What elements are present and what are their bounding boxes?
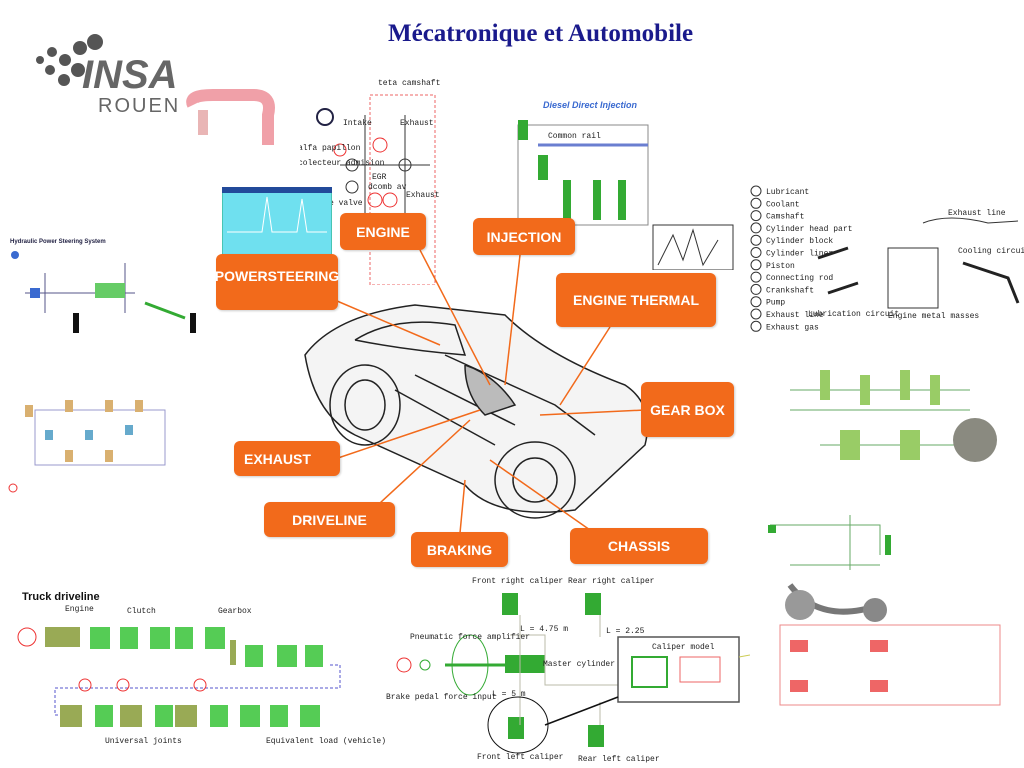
legend-item: Exhaust gas xyxy=(766,323,819,332)
legend-icon xyxy=(750,210,762,222)
front-right-caliper-label: Front right caliper xyxy=(472,577,564,586)
legend-icon xyxy=(750,247,762,258)
legend-icon xyxy=(750,320,762,332)
legend-item: Exhaust line xyxy=(766,311,824,320)
truck-clutch-label: Clutch xyxy=(127,607,156,616)
length-label-1: L = 4.75 m xyxy=(520,625,569,634)
truck-engine-label: Engine xyxy=(65,605,94,614)
svg-text:Exhaust: Exhaust xyxy=(400,119,434,128)
driveline-diagram xyxy=(8,400,166,493)
svg-text:EGR: EGR xyxy=(372,173,387,182)
simulation-plot-window xyxy=(222,187,332,257)
rear-left-caliper-label: Rear left caliper xyxy=(578,755,660,764)
chassis-diagram xyxy=(768,515,1001,706)
legend-icon xyxy=(750,234,762,246)
svg-text:Intake valve: Intake valve xyxy=(305,199,363,208)
label-driveline[interactable]: DRIVELINE xyxy=(264,502,395,537)
label-gear-box[interactable]: GEAR BOX xyxy=(641,382,734,437)
legend-icon xyxy=(750,271,762,283)
legend-icon xyxy=(750,197,762,209)
legend-item: Connecting rod xyxy=(766,274,833,283)
truck-driveline-diagram xyxy=(17,627,341,727)
slide-title: Mécatronique et Automobile xyxy=(388,20,694,47)
legend-item: Lubricant xyxy=(766,188,809,197)
legend-item: Cylinder liner xyxy=(766,250,833,259)
svg-text:Cooling circuit: Cooling circuit xyxy=(958,247,1024,256)
svg-text:Intake: Intake xyxy=(343,119,372,128)
legend-icon xyxy=(750,222,762,234)
rear-right-caliper-label: Rear right caliper xyxy=(568,577,655,586)
insa-logo: INSA ROUEN xyxy=(36,34,180,117)
label-chassis[interactable]: CHASSIS xyxy=(570,528,708,564)
legend-icon xyxy=(750,296,762,308)
svg-text:dcomb av: dcomb av xyxy=(368,183,407,192)
legend-item: Pump xyxy=(766,299,785,308)
braking-diagram xyxy=(396,593,750,754)
svg-text:INSA: INSA xyxy=(82,53,178,97)
legend-icon xyxy=(750,185,762,197)
front-left-caliper-label: Front left caliper xyxy=(477,753,564,762)
legend-icon xyxy=(750,308,762,320)
engine-diagram: teta camshaft Intake Exhaust alfa papill… xyxy=(300,79,440,285)
legend-item: Camshaft xyxy=(766,213,804,222)
svg-text:colecteur admision: colecteur admision xyxy=(300,159,385,168)
label-powersteering[interactable]: POWERSTEERING xyxy=(215,254,339,310)
pneumatic-amplifier-label: Pneumatic force amplifier xyxy=(410,633,531,642)
svg-text:Engine metal masses: Engine metal masses xyxy=(888,312,979,321)
length-label-2: L = 2.25 xyxy=(606,627,645,636)
gearbox-diagram xyxy=(790,370,997,462)
power-steering-diagram: Hydraulic Power Steering System xyxy=(10,239,196,333)
legend-item: Cylinder block xyxy=(766,237,833,246)
svg-text:teta camshaft: teta camshaft xyxy=(378,79,440,88)
svg-text:Hydraulic Power Steering Syste: Hydraulic Power Steering System xyxy=(10,239,106,245)
svg-text:Lubrication circuit: Lubrication circuit xyxy=(808,310,899,319)
truck-joints-label: Universal joints xyxy=(105,737,182,746)
svg-text:Exhaust valve: Exhaust valve xyxy=(406,191,440,200)
truck-gearbox-label: Gearbox xyxy=(218,607,252,616)
legend-icon xyxy=(750,259,762,271)
label-engine[interactable]: ENGINE xyxy=(340,213,426,250)
caliper-model-label: Caliper model xyxy=(652,643,715,652)
truck-driveline-title: Truck driveline xyxy=(22,591,100,603)
svg-text:Diesel Direct Injection: Diesel Direct Injection xyxy=(543,100,638,110)
legend-item: Coolant xyxy=(766,200,800,209)
label-exhaust[interactable]: EXHAUST xyxy=(234,441,340,476)
legend-icon xyxy=(750,283,762,295)
legend-item: Cylinder head part xyxy=(766,225,852,234)
svg-text:Common rail: Common rail xyxy=(548,132,601,141)
legend-item: Piston xyxy=(766,262,795,271)
truck-load-label: Equivalent load (vehicle) xyxy=(266,737,387,746)
brake-pedal-input-label: Brake pedal force input xyxy=(386,693,497,702)
length-label-3: L = 5 m xyxy=(492,690,526,699)
label-braking[interactable]: BRAKING xyxy=(411,532,508,567)
car-cutaway-image xyxy=(304,304,649,519)
master-cylinder-label: Master cylinder xyxy=(543,660,616,669)
label-injection[interactable]: INJECTION xyxy=(473,218,575,255)
legend-item: Crankshaft xyxy=(766,286,814,295)
svg-text:Exhaust line: Exhaust line xyxy=(948,209,1006,218)
svg-text:ROUEN: ROUEN xyxy=(98,95,180,117)
intake-pipe-image xyxy=(186,89,275,145)
injection-diagram: Diesel Direct Injection Common rail xyxy=(517,100,734,270)
svg-text:alfa papillon: alfa papillon xyxy=(300,144,361,153)
label-engine-thermal[interactable]: ENGINE THERMAL xyxy=(556,273,716,327)
